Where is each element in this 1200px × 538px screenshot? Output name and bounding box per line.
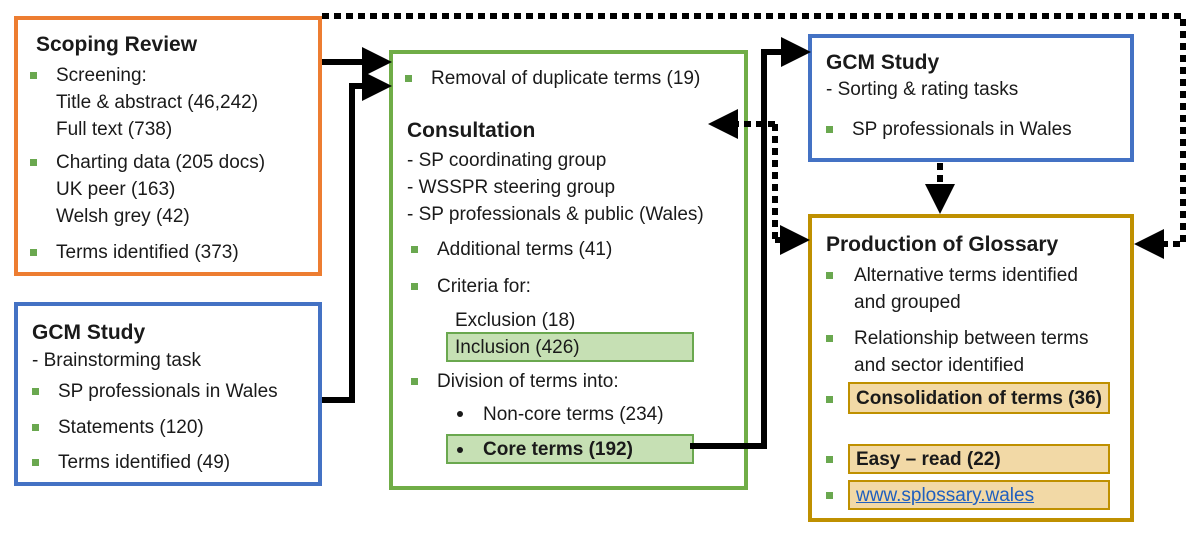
bullet-icon bbox=[826, 272, 833, 279]
bullet-icon bbox=[405, 75, 412, 82]
bullet-icon bbox=[32, 459, 39, 466]
consolidation-terms: Consolidation of terms (36) bbox=[856, 388, 1102, 409]
non-core-terms: Non-core terms (234) bbox=[483, 404, 664, 425]
website-link[interactable]: www.splossary.wales bbox=[856, 485, 1035, 506]
scoping-terms-identified: Terms identified (373) bbox=[56, 242, 239, 263]
title-abstract-count: Title & abstract (46,242) bbox=[56, 92, 259, 113]
wsspr-steering-group: - WSSPR steering group bbox=[407, 177, 616, 198]
sp-professionals-public: - SP professionals & public (Wales) bbox=[407, 204, 704, 225]
additional-terms: Additional terms (41) bbox=[437, 239, 613, 260]
bullet-icon bbox=[411, 246, 418, 253]
brainstorm-sp-professionals: SP professionals in Wales bbox=[58, 381, 278, 402]
bullet-icon bbox=[30, 72, 37, 79]
relationship-line1: Relationship between terms bbox=[854, 328, 1089, 349]
alternative-terms-line1: Alternative terms identified bbox=[854, 265, 1078, 286]
core-terms-highlight: Core terms (192) bbox=[446, 434, 694, 464]
brainstorm-terms-identified: Terms identified (49) bbox=[58, 452, 231, 473]
relationship-line2: and sector identified bbox=[854, 355, 1025, 376]
bullet-icon bbox=[411, 283, 418, 290]
glossary-box: Production of Glossary Alternative terms… bbox=[808, 214, 1134, 522]
charting-data-count: Charting data (205 docs) bbox=[56, 152, 266, 173]
inclusion-highlight: Inclusion (426) bbox=[446, 332, 694, 362]
bullet-icon bbox=[30, 249, 37, 256]
gcm-brainstorming-box: GCM Study - Brainstorming task SP profes… bbox=[14, 302, 322, 486]
easy-read-count: Easy – read (22) bbox=[856, 449, 1001, 470]
arrow-brainstorm-to-consultation bbox=[322, 71, 392, 403]
sorting-sp-professionals: SP professionals in Wales bbox=[852, 119, 1072, 140]
bullet-icon bbox=[826, 492, 833, 499]
bullet-dot-icon bbox=[457, 447, 463, 453]
removal-duplicates: Removal of duplicate terms (19) bbox=[431, 68, 701, 89]
sp-coordinating-group: - SP coordinating group bbox=[407, 150, 607, 171]
bullet-icon bbox=[411, 378, 418, 385]
exclusion-count: Exclusion (18) bbox=[455, 310, 576, 331]
scoping-review-title: Scoping Review bbox=[36, 33, 198, 56]
bullet-icon bbox=[826, 456, 833, 463]
consolidation-highlight: Consolidation of terms (36) bbox=[848, 382, 1110, 414]
bullet-icon bbox=[826, 126, 833, 133]
gcm-brainstorming-title: GCM Study bbox=[32, 321, 146, 344]
uk-peer-count: UK peer (163) bbox=[56, 179, 176, 200]
inclusion-count: Inclusion (426) bbox=[455, 337, 580, 358]
screening-label: Screening: bbox=[56, 65, 147, 86]
scoping-review-box: Scoping Review Screening: Title & abstra… bbox=[14, 16, 322, 276]
bullet-icon bbox=[32, 388, 39, 395]
bullet-dot-icon bbox=[457, 411, 463, 417]
bullet-icon bbox=[30, 159, 37, 166]
sorting-rating-label: - Sorting & rating tasks bbox=[826, 79, 1019, 100]
easy-read-highlight: Easy – read (22) bbox=[848, 444, 1110, 474]
alternative-terms-line2: and grouped bbox=[854, 292, 961, 313]
full-text-count: Full text (738) bbox=[56, 119, 173, 140]
division-label: Division of terms into: bbox=[437, 371, 619, 392]
brainstorming-task-label: - Brainstorming task bbox=[32, 350, 201, 371]
bullet-icon bbox=[32, 424, 39, 431]
consultation-box: Removal of duplicate terms (19) Consulta… bbox=[389, 50, 748, 490]
gcm-sorting-box: GCM Study - Sorting & rating tasks SP pr… bbox=[808, 34, 1134, 162]
welsh-grey-count: Welsh grey (42) bbox=[56, 206, 190, 227]
core-terms: Core terms (192) bbox=[483, 439, 633, 460]
consultation-title: Consultation bbox=[407, 119, 536, 142]
gcm-sorting-title: GCM Study bbox=[826, 51, 940, 74]
criteria-label: Criteria for: bbox=[437, 276, 531, 297]
statements-count: Statements (120) bbox=[58, 417, 204, 438]
bullet-icon bbox=[826, 335, 833, 342]
bullet-icon bbox=[826, 396, 833, 403]
website-highlight: www.splossary.wales bbox=[848, 480, 1110, 510]
glossary-title: Production of Glossary bbox=[826, 233, 1059, 256]
